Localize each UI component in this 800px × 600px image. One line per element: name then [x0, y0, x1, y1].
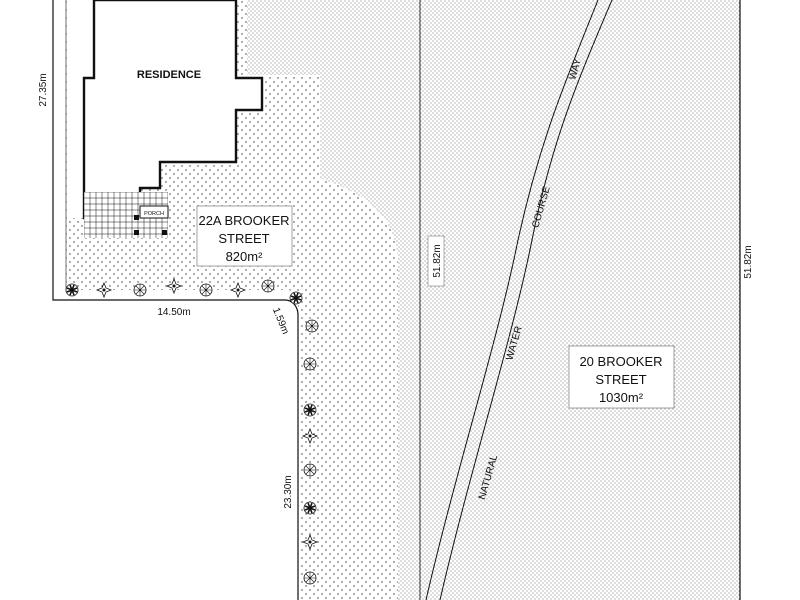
porch-post [134, 215, 139, 220]
dimension-boundary-right: 51.82m [743, 245, 754, 278]
shrub-icon [65, 283, 79, 297]
shrub-icon [289, 291, 303, 305]
lot-20-area: 1030m² [599, 390, 644, 405]
residence-label: RESIDENCE [137, 69, 201, 81]
lot-20-name-line1: 20 BROOKER [579, 354, 662, 369]
dimension-frontage: 14.50m [157, 307, 190, 318]
lot-22a-label-box [196, 205, 293, 267]
dimension-corner: 1.59m [270, 306, 291, 336]
shrub-icon [199, 283, 213, 297]
porch-post [162, 230, 167, 235]
lot-22a-area: 820m² [226, 249, 264, 264]
residence-building [82, 0, 264, 220]
lot-20-area [247, 0, 740, 600]
shrub-icon [303, 571, 317, 585]
lot-22a-name-line2: STREET [218, 231, 269, 246]
lot-22a-name-line1: 22A BROOKER [198, 213, 289, 228]
dimension-driveway-side: 23.30m [283, 475, 294, 508]
shrub-icon [133, 283, 147, 297]
porch-label: PORCH [144, 211, 164, 217]
shrub-icon [303, 463, 317, 477]
porch-post [134, 230, 139, 235]
porch-box [139, 205, 169, 219]
residence-outline [68, 0, 94, 218]
watercourse-line [425, 0, 599, 600]
watercourse-line [439, 0, 613, 600]
shrub-icon [303, 357, 317, 371]
shrub-icon [261, 279, 275, 293]
lot-20-name-line2: STREET [595, 372, 646, 387]
shrub-icon [305, 319, 319, 333]
shrub-icon [303, 403, 317, 417]
shrub-icon [303, 501, 317, 515]
dimension-box-middle [427, 235, 445, 287]
dimension-left-side: 27.35m [38, 73, 49, 106]
lot-20-label-box [568, 345, 675, 409]
dimension-boundary-middle: 51.82m [432, 244, 443, 277]
